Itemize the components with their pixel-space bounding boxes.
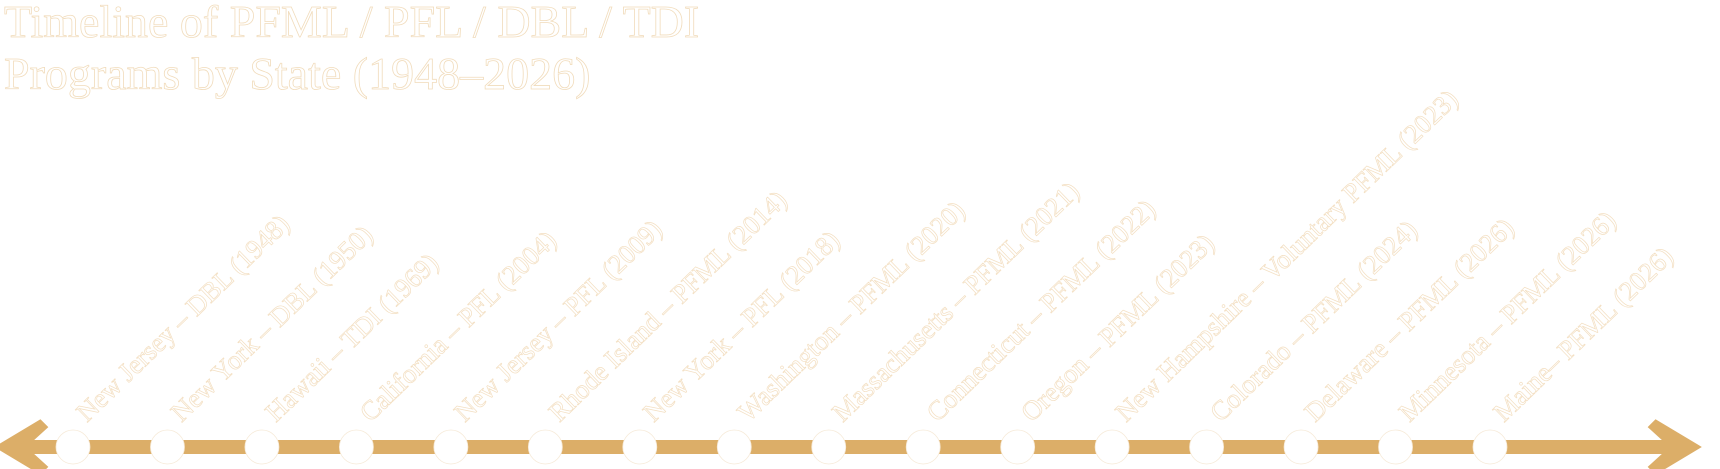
event-marker xyxy=(1472,429,1508,465)
event-marker xyxy=(150,429,185,465)
event-marker xyxy=(811,429,847,465)
event-label: Maine– PFML (2026) xyxy=(1487,241,1679,428)
event-marker xyxy=(622,429,658,465)
event-label: New Hampshire – Voluntary PFML (2023) xyxy=(1109,84,1463,428)
event-marker xyxy=(1283,429,1319,465)
event-marker xyxy=(433,429,469,465)
event-marker xyxy=(1094,429,1130,465)
title-line-2: Programs by State (1948–2026) xyxy=(4,48,591,100)
event-marker xyxy=(527,429,563,465)
event-marker xyxy=(905,429,941,465)
arrow-right-icon xyxy=(1647,419,1702,469)
event-marker xyxy=(1189,429,1224,465)
event-marker xyxy=(338,429,374,465)
event-marker xyxy=(716,429,752,465)
event-marker xyxy=(1000,429,1036,465)
timeline-title: Timeline of PFML / PFL / DBL / TDI Progr… xyxy=(4,0,774,100)
arrow-left-icon xyxy=(0,419,49,469)
timeline-event: Maine– PFML (2026) xyxy=(1472,240,1679,465)
event-label: Hawaii – TDI (1969) xyxy=(259,247,444,427)
event-marker xyxy=(244,429,280,465)
title-line-1: Timeline of PFML / PFL / DBL / TDI xyxy=(4,0,700,47)
event-marker xyxy=(55,429,91,465)
event-marker xyxy=(1378,429,1413,465)
